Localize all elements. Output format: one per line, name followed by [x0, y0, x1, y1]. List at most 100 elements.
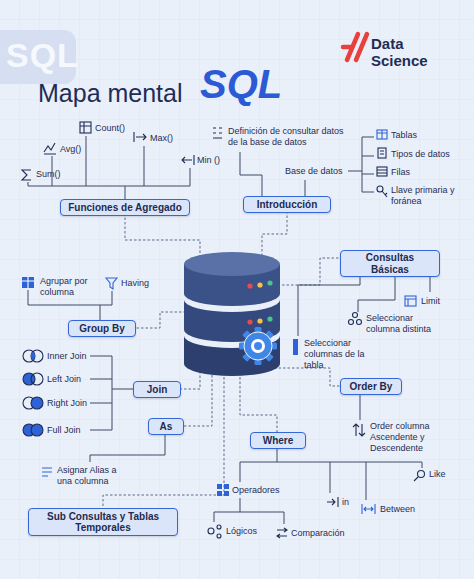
logo-bar: [343, 45, 352, 50]
dashed-link: [125, 216, 200, 262]
item-label: Tablas: [391, 130, 417, 141]
row-icon: [377, 170, 387, 173]
item-label: Left Join: [47, 374, 81, 385]
dashed-link: [282, 258, 340, 285]
group-icon: [22, 277, 34, 288]
logic-icon: [217, 525, 221, 529]
item-label: Definición de consultar datos de la base…: [228, 126, 348, 148]
sum-icon: [22, 170, 31, 180]
database-illustration: [184, 252, 280, 376]
limit-icon: [405, 296, 416, 306]
venn-fill: [31, 352, 35, 361]
item-label: Base de datos: [285, 166, 343, 177]
topic-text: Funciones de Agregado: [68, 202, 182, 214]
operator-icon: [224, 484, 229, 489]
item-label: Sum(): [36, 169, 61, 180]
distinct-icon: [353, 313, 358, 318]
limit-icon: [405, 299, 416, 306]
venn-icon: [31, 373, 43, 385]
between-icon: [362, 504, 375, 514]
distinct-icon: [349, 320, 354, 325]
item-label: Order columna Ascendente y Descendente: [370, 421, 436, 453]
venn-icon: [31, 397, 43, 409]
item-label: Right Join: [47, 398, 87, 409]
dashed-link: [240, 368, 277, 432]
database-top: [184, 252, 280, 276]
item-label: Limit: [421, 296, 440, 307]
topic-text: Introducción: [257, 199, 318, 211]
topic-box: Order By: [340, 378, 402, 395]
row-icon: [377, 167, 387, 176]
gear-icon: [239, 327, 277, 365]
distinct-icon: [357, 320, 362, 325]
dashed-link: [184, 366, 212, 426]
topic-box: As: [148, 418, 184, 435]
topic-text: Join: [147, 384, 168, 396]
item-label: Max(): [150, 133, 173, 144]
operator-icon: [217, 491, 222, 496]
comparison-icon: [277, 528, 287, 538]
min-icon: [182, 155, 194, 165]
status-dot: [267, 316, 272, 321]
topic-box: Introducción: [243, 196, 331, 213]
leader-line: [360, 394, 361, 420]
leader-line: [90, 434, 165, 462]
topic-text: Order By: [350, 381, 393, 393]
type-icon: [378, 148, 386, 158]
item-label: Operadores: [232, 485, 280, 496]
having-icon: [106, 278, 117, 289]
venn-icon: [23, 350, 35, 362]
item-label: Between: [380, 504, 415, 515]
bracket-line: [348, 137, 374, 192]
logo-slash: [356, 34, 367, 60]
title-accent: SQL: [200, 64, 282, 104]
item-label: Lógicos: [226, 526, 257, 537]
item-label: Seleccionar columna distinta: [366, 313, 446, 335]
topic-box: Sub Consultas y Tablas Temporales: [28, 508, 178, 536]
like-icon: [414, 477, 418, 481]
alias-icon: [42, 468, 52, 476]
venn-icon: [31, 350, 43, 362]
brand-logo: Data Science: [371, 36, 435, 69]
topic-text: Group By: [79, 323, 125, 335]
item-label: Count(): [95, 123, 125, 134]
status-dot: [267, 280, 272, 285]
gear-body: [244, 332, 272, 360]
in-icon: [327, 497, 338, 507]
venn-icon: [31, 424, 43, 436]
status-dot: [247, 319, 252, 324]
topic-text: Where: [263, 435, 294, 447]
item-label: Asignar Alias a una columna: [57, 465, 129, 487]
status-dot: [247, 283, 252, 288]
item-label: Avg(): [60, 144, 81, 155]
dashed-link: [262, 213, 287, 256]
like-icon: [418, 471, 425, 478]
logo-mark: [343, 34, 367, 60]
operator-icon: [217, 484, 222, 489]
avg-icon: [44, 143, 56, 154]
leader-line: [90, 356, 133, 430]
item-label: Like: [429, 469, 446, 480]
topic-box: Group By: [68, 320, 136, 337]
item-label: Filas: [391, 167, 410, 178]
topic-text: As: [160, 421, 173, 433]
column-icon: [293, 339, 298, 355]
count-icon: [80, 122, 91, 133]
topic-text: Sub Consultas y Tablas Temporales: [35, 511, 171, 534]
type-icon: [380, 151, 384, 154]
item-label: Llave primaria y foránea: [391, 185, 461, 207]
leader-line: [28, 136, 190, 199]
logic-icon: [217, 534, 221, 538]
logic-icon: [208, 528, 214, 534]
key-icon: [382, 191, 387, 197]
item-label: Tipos de datos: [391, 149, 450, 160]
gear-tooth: [242, 330, 274, 362]
topic-box: Where: [250, 432, 306, 449]
status-dot: [257, 282, 262, 287]
definition-icon: [213, 128, 222, 138]
max-icon: [134, 132, 146, 142]
item-label: Min (): [197, 155, 220, 166]
topic-box: Consultas Básicas: [340, 250, 440, 277]
